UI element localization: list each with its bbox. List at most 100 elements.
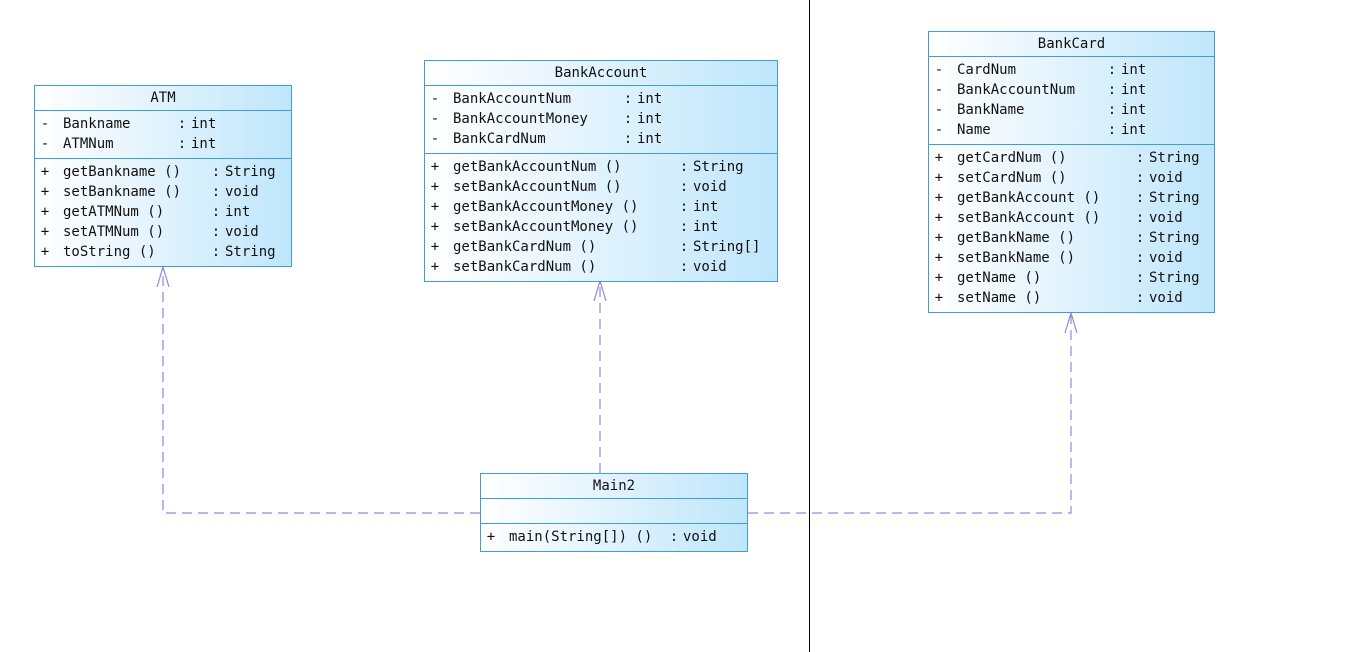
visibility-marker: +: [430, 219, 440, 235]
operation-row[interactable]: + setBankAccountNum ():void: [425, 177, 777, 197]
attribute-type: int: [191, 116, 217, 132]
operation-row[interactable]: +setBankname ():void: [35, 182, 291, 202]
return-type: void: [1149, 250, 1183, 266]
visibility-marker: -: [430, 131, 440, 147]
operation-row[interactable]: +getATMNum ():int: [35, 202, 291, 222]
return-type: String: [225, 244, 276, 260]
operation-name: setBankAccountNum (): [453, 179, 622, 195]
return-type: String: [1149, 270, 1200, 286]
attribute-row[interactable]: -CardNum:int: [929, 60, 1214, 80]
operation-row[interactable]: +setName ():void: [929, 288, 1214, 308]
return-type: void: [1149, 210, 1183, 226]
operation-name: getBankname (): [63, 164, 182, 180]
attribute-row[interactable]: -ATMNum:int: [35, 134, 291, 154]
operation-name: getCardNum (): [957, 150, 1067, 166]
operation-row[interactable]: + getCardNum ():String: [929, 148, 1214, 168]
type-separator: :: [1107, 122, 1117, 138]
operation-name: setATMNum (): [63, 224, 165, 240]
type-separator: :: [679, 159, 689, 175]
visibility-marker: +: [934, 150, 944, 166]
attribute-type: int: [1121, 122, 1147, 138]
operation-name: getBankCardNum (): [453, 239, 597, 255]
type-separator: :: [177, 116, 187, 132]
class-main2[interactable]: Main2 +main(String[]) ():void: [480, 473, 748, 552]
attribute-row[interactable]: -BankAccountNum:int: [425, 89, 777, 109]
visibility-marker: -: [934, 102, 944, 118]
operation-name: getBankAccount (): [957, 190, 1101, 206]
operation-row[interactable]: +setBankAccount ():void: [929, 208, 1214, 228]
visibility-marker: -: [430, 91, 440, 107]
type-separator: :: [679, 179, 689, 195]
operation-row[interactable]: +getBankName ():String: [929, 228, 1214, 248]
attribute-name: CardNum: [957, 62, 1017, 78]
return-type: void: [225, 184, 259, 200]
visibility-marker: -: [40, 116, 50, 132]
type-separator: :: [679, 199, 689, 215]
operation-row[interactable]: +getBankAccountNum ():String: [425, 157, 777, 177]
operation-row[interactable]: +getBankname ():String: [35, 162, 291, 182]
class-bankcard[interactable]: BankCard -CardNum:int -BankAccountNum:in…: [928, 31, 1215, 313]
operation-name: getBankAccountNum (): [453, 159, 622, 175]
return-type: void: [693, 179, 727, 195]
operation-name: setCardNum (): [957, 170, 1067, 186]
dependency-main2-to-bankcard[interactable]: [748, 314, 1072, 514]
visibility-marker: +: [430, 179, 440, 195]
type-separator: :: [1107, 82, 1117, 98]
visibility-marker: +: [40, 164, 50, 180]
visibility-marker: +: [934, 290, 944, 306]
visibility-marker: -: [934, 62, 944, 78]
operation-row[interactable]: +main(String[]) ():void: [481, 527, 747, 547]
operation-row[interactable]: +setBankCardNum ():void: [425, 257, 777, 277]
operation-name: setBankCardNum (): [453, 259, 597, 275]
operations-compartment: +getBankAccountNum ():String +setBankAcc…: [425, 154, 777, 281]
attribute-row[interactable]: -Bankname:int: [35, 114, 291, 134]
attribute-row[interactable]: -BankName:int: [929, 100, 1214, 120]
return-type: String: [1149, 150, 1200, 166]
attribute-name: Bankname: [63, 116, 131, 132]
operation-row[interactable]: +getBankAccount ():String: [929, 188, 1214, 208]
class-bankaccount[interactable]: BankAccount -BankAccountNum:int -BankAcc…: [424, 60, 778, 282]
attribute-row[interactable]: -BankAccountMoney:int: [425, 109, 777, 129]
type-separator: :: [211, 204, 221, 220]
visibility-marker: -: [934, 82, 944, 98]
type-separator: :: [623, 131, 633, 147]
operation-name: setName (): [957, 290, 1042, 306]
return-type: String: [1149, 230, 1200, 246]
operation-row[interactable]: +setBankAccountMoney ():int: [425, 217, 777, 237]
visibility-marker: +: [486, 529, 496, 545]
visibility-marker: +: [934, 190, 944, 206]
class-name: BankAccount: [425, 61, 777, 86]
operations-compartment: +main(String[]) ():void: [481, 524, 747, 551]
operation-row[interactable]: +getBankCardNum ():String[]: [425, 237, 777, 257]
operation-row[interactable]: +setCardNum ():void: [929, 168, 1214, 188]
operation-name: getName (): [957, 270, 1042, 286]
return-type: int: [225, 204, 251, 220]
visibility-marker: +: [934, 250, 944, 266]
attributes-compartment: -CardNum:int -BankAccountNum:int -BankNa…: [929, 57, 1214, 145]
type-separator: :: [1135, 230, 1145, 246]
type-separator: :: [211, 244, 221, 260]
attribute-row[interactable]: -BankAccountNum:int: [929, 80, 1214, 100]
type-separator: :: [177, 136, 187, 152]
class-name: BankCard: [929, 32, 1214, 57]
return-type: String: [693, 159, 744, 175]
operation-row[interactable]: +getBankAccountMoney ():int: [425, 197, 777, 217]
operation-row[interactable]: +setBankName ():void: [929, 248, 1214, 268]
visibility-marker: +: [430, 259, 440, 275]
type-separator: :: [1135, 150, 1145, 166]
attributes-compartment: -BankAccountNum:int -BankAccountMoney:in…: [425, 86, 777, 154]
visibility-marker: -: [40, 136, 50, 152]
dependency-main2-to-atm[interactable]: [162, 268, 480, 514]
class-atm[interactable]: ATM -Bankname:int -ATMNum:int +getBankna…: [34, 85, 292, 267]
attribute-type: int: [191, 136, 217, 152]
operation-row[interactable]: +toString ():String: [35, 242, 291, 262]
return-type: String: [1149, 190, 1200, 206]
return-type: void: [683, 529, 717, 545]
attribute-type: int: [1121, 102, 1147, 118]
return-type: void: [1149, 170, 1183, 186]
attribute-row[interactable]: -BankCardNum:int: [425, 129, 777, 149]
operation-row[interactable]: +setATMNum ():void: [35, 222, 291, 242]
attribute-row[interactable]: -Name:int: [929, 120, 1214, 140]
operation-row[interactable]: +getName ():String: [929, 268, 1214, 288]
visibility-marker: +: [934, 270, 944, 286]
